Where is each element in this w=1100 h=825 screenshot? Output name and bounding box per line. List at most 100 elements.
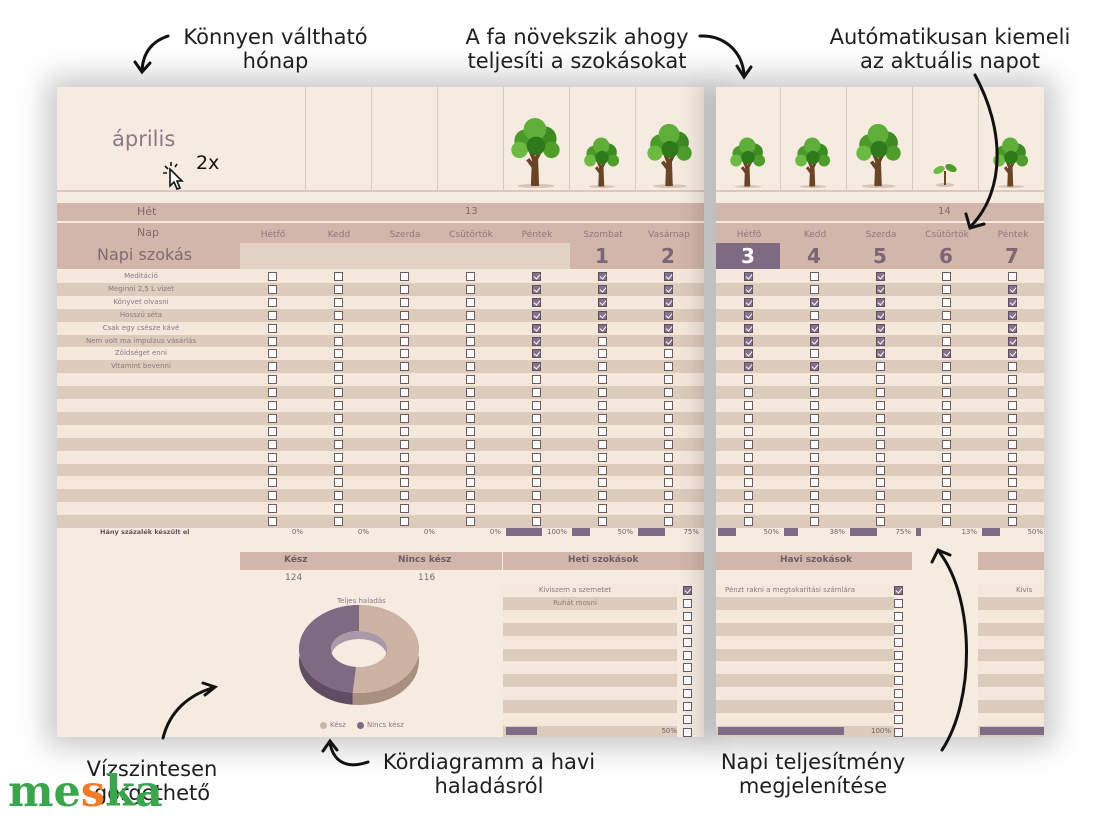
habit-checkbox[interactable] <box>664 439 673 449</box>
habit-checkbox[interactable] <box>744 349 753 359</box>
habit-checkbox[interactable] <box>876 336 885 346</box>
habit-checkbox[interactable] <box>268 517 277 527</box>
habit-checkbox[interactable] <box>532 297 541 307</box>
habit-checkbox[interactable] <box>810 284 819 294</box>
habit-checkbox[interactable] <box>466 491 475 501</box>
habit-checkbox[interactable] <box>334 478 343 488</box>
habit-checkbox[interactable] <box>400 362 409 372</box>
habit-checkbox[interactable] <box>1008 426 1017 436</box>
habit-checkbox[interactable] <box>532 426 541 436</box>
right-date-2[interactable]: 5 <box>873 244 887 268</box>
habit-checkbox[interactable] <box>400 388 409 398</box>
monthly-checkbox[interactable] <box>894 727 903 737</box>
habit-checkbox[interactable] <box>876 297 885 307</box>
habit-checkbox[interactable] <box>598 362 607 372</box>
habit-checkbox[interactable] <box>400 272 409 281</box>
habit-checkbox[interactable] <box>598 388 607 398</box>
habit-checkbox[interactable] <box>1008 349 1017 359</box>
habit-checkbox[interactable] <box>1008 336 1017 346</box>
habit-checkbox[interactable] <box>400 310 409 320</box>
habit-checkbox[interactable] <box>664 297 673 307</box>
habit-checkbox[interactable] <box>942 272 951 281</box>
habit-checkbox[interactable] <box>810 349 819 359</box>
habit-checkbox[interactable] <box>334 272 343 281</box>
monthly-checkbox[interactable] <box>894 598 903 608</box>
habit-checkbox[interactable] <box>1008 284 1017 294</box>
habit-checkbox[interactable] <box>744 491 753 501</box>
habit-checkbox[interactable] <box>810 491 819 501</box>
habit-checkbox[interactable] <box>334 452 343 462</box>
habit-checkbox[interactable] <box>942 452 951 462</box>
habit-checkbox[interactable] <box>334 323 343 333</box>
habit-checkbox[interactable] <box>942 375 951 385</box>
habit-checkbox[interactable] <box>268 272 277 281</box>
weekly-checkbox[interactable] <box>683 598 692 608</box>
weekly-checkbox[interactable] <box>683 689 692 699</box>
habit-checkbox[interactable] <box>942 323 951 333</box>
monthly-checkbox[interactable] <box>894 611 903 621</box>
habit-checkbox[interactable] <box>466 336 475 346</box>
habit-checkbox[interactable] <box>532 349 541 359</box>
habit-checkbox[interactable] <box>598 504 607 514</box>
habit-checkbox[interactable] <box>532 336 541 346</box>
habit-checkbox[interactable] <box>334 413 343 423</box>
habit-checkbox[interactable] <box>810 323 819 333</box>
habit-checkbox[interactable] <box>744 284 753 294</box>
habit-checkbox[interactable] <box>400 401 409 410</box>
habit-checkbox[interactable] <box>876 478 885 488</box>
habit-checkbox[interactable] <box>744 297 753 307</box>
habit-checkbox[interactable] <box>876 452 885 462</box>
habit-checkbox[interactable] <box>810 297 819 307</box>
habit-checkbox[interactable] <box>466 465 475 475</box>
weekly-checkbox[interactable] <box>683 702 692 712</box>
habit-checkbox[interactable] <box>744 388 753 398</box>
habit-checkbox[interactable] <box>466 517 475 527</box>
habit-checkbox[interactable] <box>400 375 409 385</box>
habit-checkbox[interactable] <box>268 310 277 320</box>
habit-checkbox[interactable] <box>598 465 607 475</box>
habit-checkbox[interactable] <box>466 439 475 449</box>
habit-checkbox[interactable] <box>810 310 819 320</box>
habit-checkbox[interactable] <box>268 284 277 294</box>
habit-checkbox[interactable] <box>466 426 475 436</box>
habit-checkbox[interactable] <box>268 401 277 410</box>
habit-checkbox[interactable] <box>744 272 753 281</box>
habit-checkbox[interactable] <box>268 388 277 398</box>
habit-checkbox[interactable] <box>744 375 753 385</box>
habit-checkbox[interactable] <box>466 362 475 372</box>
habit-checkbox[interactable] <box>876 323 885 333</box>
habit-checkbox[interactable] <box>810 336 819 346</box>
habit-checkbox[interactable] <box>532 401 541 410</box>
habit-checkbox[interactable] <box>1008 491 1017 501</box>
habit-checkbox[interactable] <box>466 478 475 488</box>
habit-checkbox[interactable] <box>532 388 541 398</box>
habit-checkbox[interactable] <box>532 375 541 385</box>
left-date-6[interactable]: 2 <box>661 244 675 268</box>
habit-checkbox[interactable] <box>334 375 343 385</box>
habit-checkbox[interactable] <box>1008 478 1017 488</box>
month-title[interactable]: április <box>112 127 176 151</box>
habit-checkbox[interactable] <box>334 465 343 475</box>
habit-checkbox[interactable] <box>532 504 541 514</box>
habit-checkbox[interactable] <box>664 323 673 333</box>
weekly-checkbox[interactable] <box>683 624 692 634</box>
habit-checkbox[interactable] <box>942 504 951 514</box>
habit-checkbox[interactable] <box>810 504 819 514</box>
habit-checkbox[interactable] <box>466 284 475 294</box>
habit-checkbox[interactable] <box>334 401 343 410</box>
habit-checkbox[interactable] <box>1008 439 1017 449</box>
habit-checkbox[interactable] <box>664 465 673 475</box>
habit-checkbox[interactable] <box>876 491 885 501</box>
habit-checkbox[interactable] <box>664 388 673 398</box>
habit-checkbox[interactable] <box>810 401 819 410</box>
habit-checkbox[interactable] <box>334 491 343 501</box>
habit-checkbox[interactable] <box>810 272 819 281</box>
habit-checkbox[interactable] <box>466 375 475 385</box>
habit-checkbox[interactable] <box>810 465 819 475</box>
habit-checkbox[interactable] <box>532 362 541 372</box>
habit-checkbox[interactable] <box>466 452 475 462</box>
habit-checkbox[interactable] <box>876 504 885 514</box>
habit-checkbox[interactable] <box>400 323 409 333</box>
habit-checkbox[interactable] <box>942 465 951 475</box>
habit-checkbox[interactable] <box>744 426 753 436</box>
